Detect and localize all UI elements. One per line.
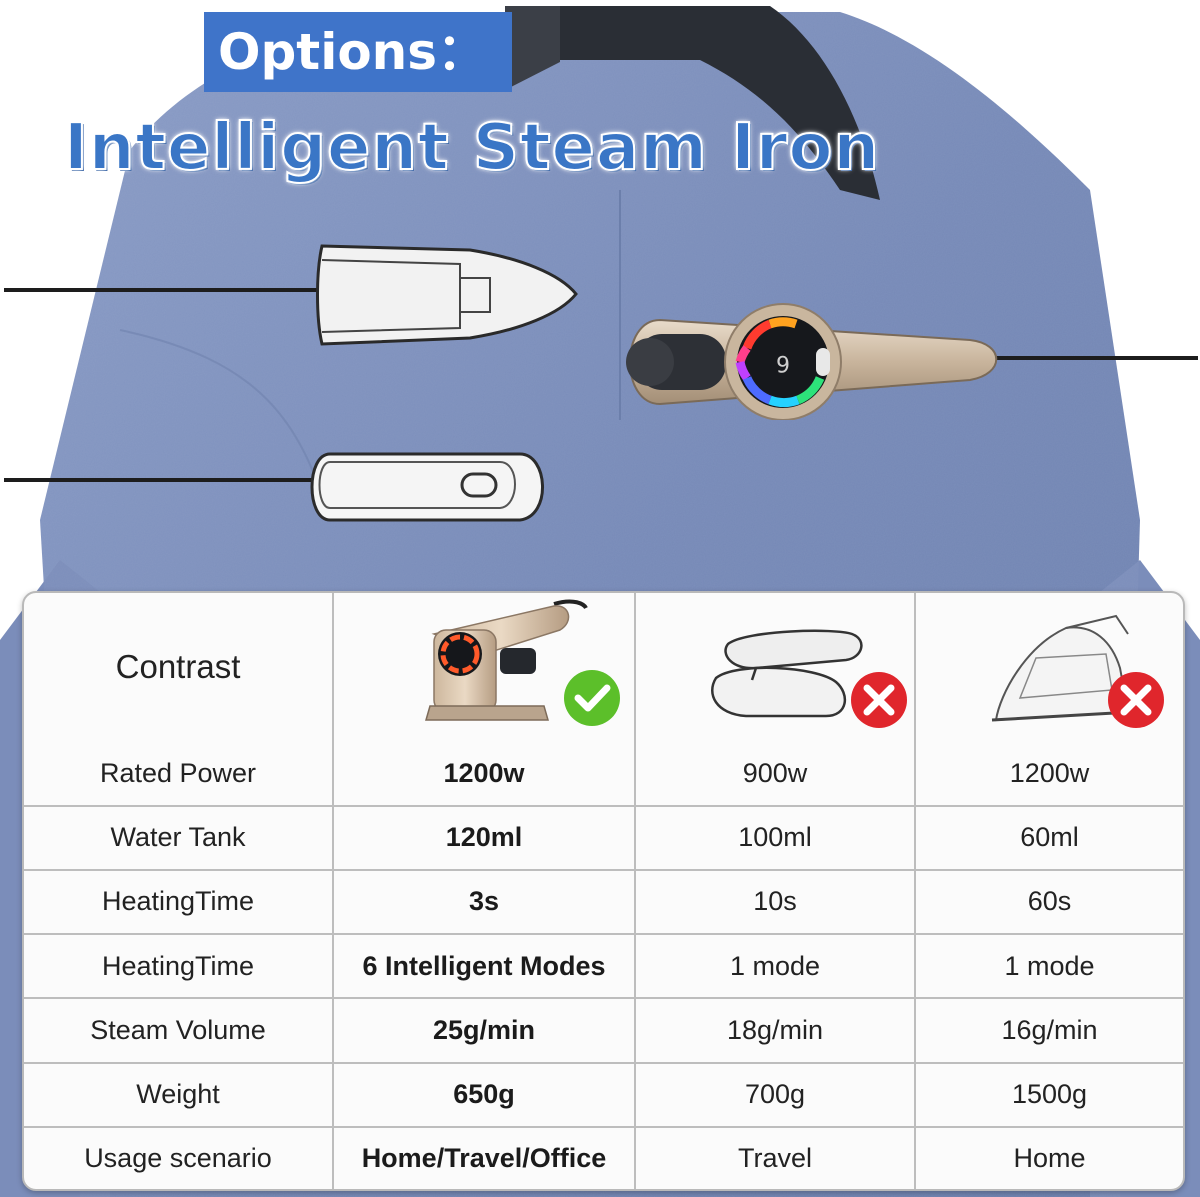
cell-traditional-iron: 1200w [914,741,1183,807]
traditional-iron-outline [0,238,590,353]
page-title: Intelligent Steam Iron [63,110,880,186]
traditional-iron-thumbnail [991,615,1164,729]
spec-rows: Rated Power 1200w 900w 1200w Water Tank … [24,741,1183,1189]
cell-intelligent-iron: 6 Intelligent Modes [332,933,636,1000]
row-label: Rated Power [24,741,334,807]
cell-mini-iron: 700g [634,1061,916,1128]
column-traditional-iron [914,593,1183,742]
cell-mini-iron: 1 mode [634,933,916,1000]
mode-digit: 6 [776,350,790,375]
cell-intelligent-iron: 25g/min [332,997,636,1064]
cell-traditional-iron: 1500g [914,1061,1183,1128]
cell-traditional-iron: 60ml [914,804,1183,871]
column-mini-iron [634,593,916,742]
intelligent-iron-thumbnail [425,599,620,727]
cell-traditional-iron: 16g/min [914,997,1183,1064]
row-label: Usage scenario [24,1125,334,1189]
column-intelligent-iron [332,593,636,742]
cell-mini-iron: 18g/min [634,997,916,1064]
cell-traditional-iron: 1 mode [914,933,1183,1000]
table-header-row: Contrast [24,593,1183,742]
intelligent-iron-hero: 6 [620,300,1200,420]
cell-traditional-iron: 60s [914,868,1183,936]
cell-mini-iron: 900w [634,741,916,807]
table-row: Rated Power 1200w 900w 1200w [24,741,1183,807]
table-row: HeatingTime 3s 10s 60s [24,868,1183,936]
contrast-label: Contrast [24,593,334,742]
cell-traditional-iron: Home [914,1125,1183,1189]
row-label: Water Tank [24,804,334,871]
check-icon [564,670,620,727]
mini-iron-thumbnail [711,629,907,729]
cell-intelligent-iron: 650g [332,1061,636,1128]
row-label: HeatingTime [24,868,334,936]
table-row: HeatingTime 6 Intelligent Modes 1 mode 1… [24,933,1183,1000]
table-row: Steam Volume 25g/min 18g/min 16g/min [24,997,1183,1064]
comparison-table: Contrast [22,591,1185,1191]
table-row: Usage scenario Home/Travel/Office Travel… [24,1125,1183,1189]
row-label: Weight [24,1061,334,1128]
table-row: Weight 650g 700g 1500g [24,1061,1183,1128]
cell-intelligent-iron: 3s [332,868,636,936]
cell-intelligent-iron: Home/Travel/Office [332,1125,636,1189]
cell-intelligent-iron: 1200w [332,741,636,807]
options-badge: Options： [204,12,512,92]
table-row: Water Tank 120ml 100ml 60ml [24,804,1183,871]
cell-mini-iron: 100ml [634,804,916,871]
row-label: HeatingTime [24,933,334,1000]
cell-intelligent-iron: 120ml [332,804,636,871]
cell-mini-iron: Travel [634,1125,916,1189]
cell-mini-iron: 10s [634,868,916,936]
mini-iron-outline [0,446,560,526]
row-label: Steam Volume [24,997,334,1064]
